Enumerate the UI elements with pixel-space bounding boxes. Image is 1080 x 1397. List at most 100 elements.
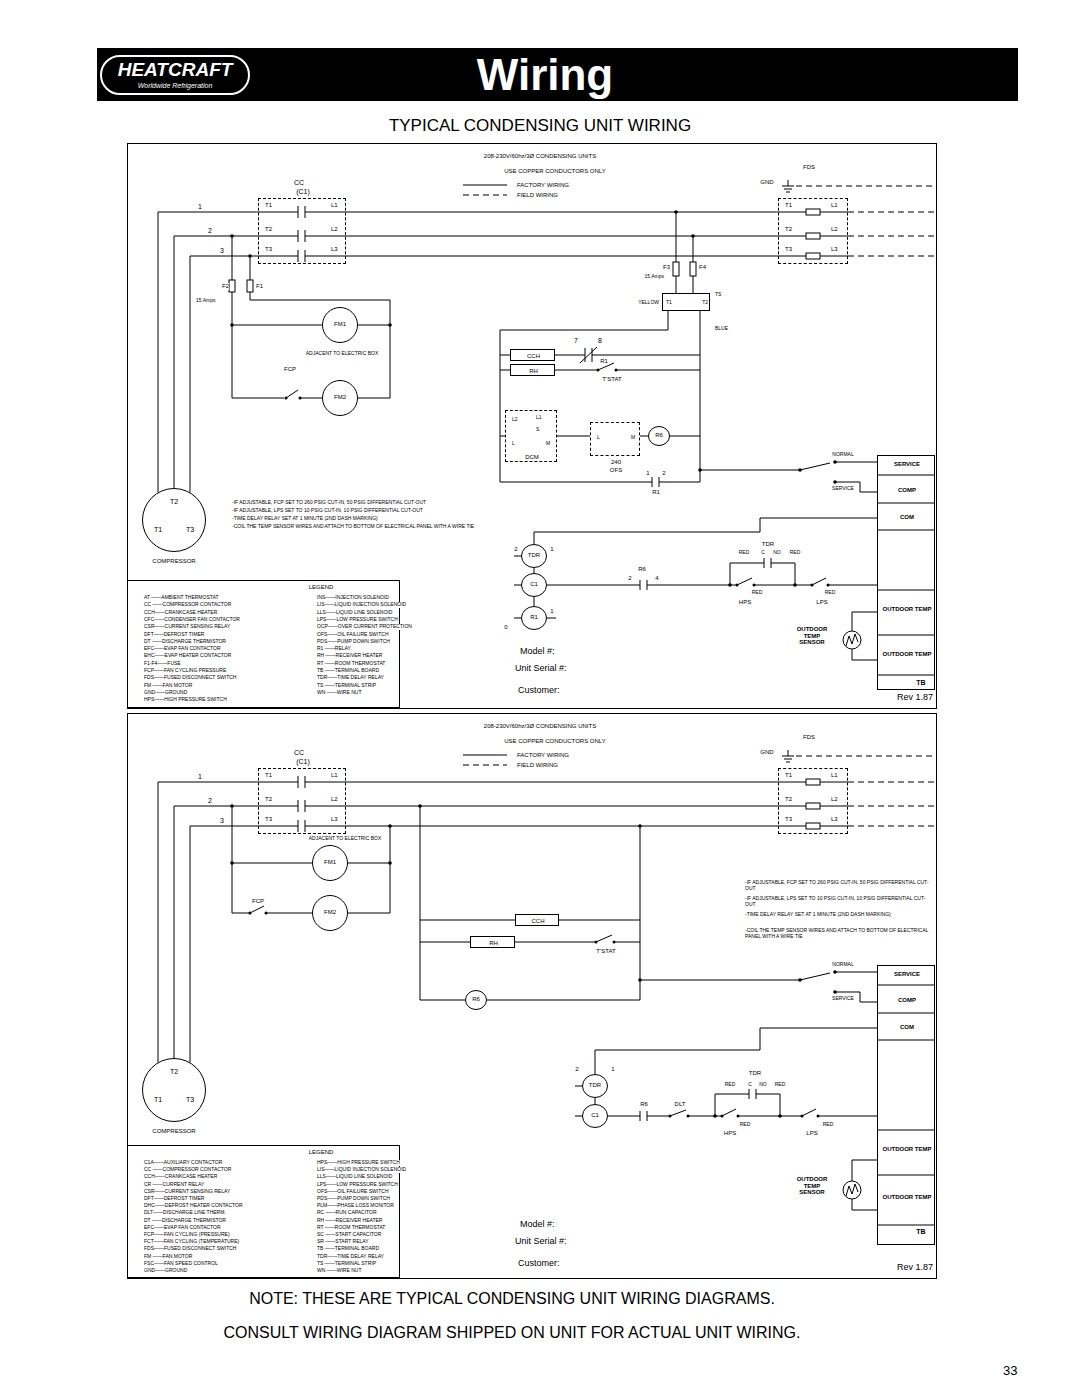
- label: USE COPPER CONDUCTORS ONLY: [504, 168, 605, 175]
- legend-entry: AT ——AMBIENT THERMOSTAT: [144, 595, 218, 601]
- node-text: TB: [916, 679, 925, 687]
- junction-dot: [230, 323, 234, 327]
- label: OUTDOOR TEMP SENSOR: [792, 626, 832, 646]
- label: NO: [773, 550, 781, 556]
- label: C: [761, 550, 765, 556]
- junction-dot: [728, 583, 732, 587]
- label: LPS: [806, 1130, 817, 1137]
- node-text: T2: [170, 1068, 178, 1076]
- header-bar: [97, 48, 1018, 101]
- compressor-symbol: T2T1T3COMPRESSOR: [142, 1058, 206, 1122]
- legend-text: FACTORY WIRING: [517, 752, 569, 759]
- label: R1: [600, 358, 608, 365]
- node-text: CC: [294, 749, 304, 757]
- node-text: FM1: [324, 859, 336, 866]
- wire: [346, 212, 778, 213]
- junction-dot: [638, 978, 642, 982]
- label: FCP: [252, 898, 264, 905]
- oil-failure-switch: LM240OFS: [590, 422, 640, 456]
- panel-1-wiring: [229, 280, 235, 292]
- legend-line-sample: [463, 184, 507, 185]
- legend-entry: CR ——CURRENT RELAY: [144, 1182, 204, 1188]
- label: 1: [646, 470, 649, 477]
- legend-entry: CC ——COMPRESSOR CONTACTOR: [144, 1167, 231, 1173]
- legend-entry: R1 ——RELAY: [317, 646, 351, 652]
- node-text: TDR: [589, 1082, 601, 1089]
- label: RED: [823, 1122, 834, 1128]
- label: -IF ADJUSTABLE, FCP SET TO 260 PSIG CUT-…: [745, 880, 935, 891]
- label: 1: [611, 1066, 614, 1073]
- panel-2-wiring: [846, 1160, 877, 1210]
- node-text: L: [597, 435, 600, 441]
- label: RED: [790, 550, 801, 556]
- label: RED: [725, 1082, 736, 1088]
- node-text: GND: [760, 179, 773, 186]
- label: 2: [208, 797, 212, 805]
- junction-dot: [798, 978, 802, 982]
- label: -IF ADJUSTABLE, LPS SET TO 10 PSIG CUT-I…: [232, 508, 522, 514]
- label: RED: [825, 590, 836, 596]
- legend-line-sample: [463, 754, 507, 755]
- legend-entry: GND——GROUND: [144, 690, 187, 696]
- wire: [158, 782, 258, 1062]
- label: LPS: [816, 599, 827, 606]
- panel-2-wiring: [843, 1181, 861, 1199]
- legend-entry: DT ——DISCHARGE THERMISTOR: [144, 639, 226, 645]
- label: 15 Amps: [645, 274, 664, 280]
- label: R6: [640, 1101, 648, 1108]
- panel-1-wiring: [500, 436, 700, 437]
- junction-dot: [698, 468, 702, 472]
- node-text: T1: [666, 300, 672, 306]
- label: 208-230V/60hz/3Ø CONDENSING UNITS: [484, 153, 596, 160]
- terminal-board: SERVICECOMPCOMOUTDOOR TEMPOUTDOOR TEMPTB: [877, 455, 935, 690]
- legend-entry: CC ——COMPRESSOR CONTACTOR: [144, 602, 231, 608]
- label: 2: [514, 546, 517, 553]
- label: Customer:: [518, 685, 560, 695]
- legend-entry: CFC——CONDENSER FAN CONTACTOR: [144, 617, 240, 623]
- panel-2-wiring: [232, 806, 312, 913]
- legend-line-sample: [463, 762, 509, 768]
- circle-outline: [143, 1059, 206, 1122]
- junction-dot: [817, 1115, 820, 1118]
- legend-entry: LIS——LIQUID INJECTION SOLENOID: [317, 602, 406, 608]
- compressor-contactor: CC(C1)T1L1T2L2T3L3: [258, 768, 346, 834]
- node-text: COMPRESSOR: [152, 1128, 195, 1135]
- node-text: L1: [831, 772, 838, 779]
- wire: [174, 806, 258, 1058]
- node-text: 240: [611, 459, 621, 466]
- node-text: COMPRESSOR: [152, 558, 195, 565]
- heater-element: CCH: [510, 349, 555, 361]
- legend-entry: OFS——OIL FAILURE SWITCH: [317, 1189, 389, 1195]
- label: Model #:: [520, 1219, 555, 1229]
- legend-entry: FM ——FAN MOTOR: [144, 1254, 192, 1260]
- wire: [595, 1098, 596, 1104]
- label: Rev 1.87: [897, 692, 933, 702]
- node-text: L2: [831, 796, 838, 803]
- label: DLT: [675, 1101, 686, 1108]
- label: 3: [220, 247, 224, 255]
- panel-2-wiring: [575, 1086, 582, 1116]
- legend-entry: TDR——TIME DELAY RELAY: [317, 675, 384, 681]
- label: -IF ADJUSTABLE, FCP SET TO 260 PSIG CUT-…: [232, 500, 522, 506]
- relay-coil: R1: [521, 606, 547, 630]
- label: TDR: [749, 1070, 761, 1077]
- label: RED: [775, 1082, 786, 1088]
- node-text: T3: [186, 526, 194, 534]
- legend-entry: TS ——TERMINAL STRIP: [317, 1261, 376, 1267]
- panel-1-wiring: [730, 558, 795, 585]
- legend-entry: WN ——WIRE NUT: [317, 1268, 361, 1274]
- circle-outline: [323, 308, 358, 343]
- label: HPS: [724, 1130, 736, 1137]
- node-text: OUTDOOR TEMP: [880, 1194, 934, 1201]
- legend-entry: TB ——TERMINAL BOARD: [317, 1246, 379, 1252]
- legend-entry: TS ——TERMINAL STRIP: [317, 683, 376, 689]
- brand-logo: HEATCRAFTWorldwide Refrigeration: [100, 55, 250, 95]
- junction-dot: [230, 861, 234, 865]
- legend-entry: DHC——DEFROST HEATER CONTACTOR: [144, 1203, 243, 1209]
- node-text: FDS: [803, 734, 815, 741]
- node-text: FM2: [324, 909, 336, 916]
- page-title: Wiring: [477, 50, 613, 99]
- legend-entry: WN ——WIRE NUT: [317, 690, 361, 696]
- legend-entry: PDS——PUMP DOWN SWITCH: [317, 1196, 390, 1202]
- legend-entry: CCH——CRANKCASE HEATER: [144, 1174, 217, 1180]
